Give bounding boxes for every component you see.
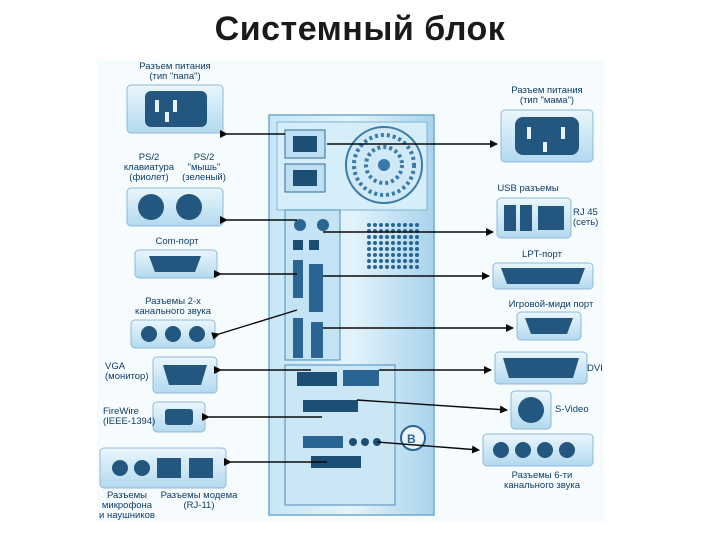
label-vga: VGA (монитор) (105, 361, 149, 382)
vent-hole (373, 247, 377, 251)
vent-hole (391, 241, 395, 245)
vent-hole (373, 235, 377, 239)
vent-hole (409, 265, 413, 269)
vent-hole (367, 241, 371, 245)
vent-hole (397, 235, 401, 239)
vent-hole (385, 253, 389, 257)
vent-hole (385, 223, 389, 227)
vent-hole (409, 247, 413, 251)
right-connectors (482, 109, 594, 467)
diagram-graphics: B (99, 84, 594, 516)
vent-hole (409, 235, 413, 239)
vent-hole (373, 259, 377, 263)
vent-hole (379, 223, 383, 227)
label-audio-6ch: Разъемы 6-ти канального звука (504, 470, 580, 491)
vent-hole (415, 259, 419, 263)
label-ps2-mouse: PS/2 "мышь" (зеленый) (182, 152, 226, 183)
label-lpt: LPT-порт (522, 249, 562, 260)
page-title: Системный блок (214, 10, 506, 48)
vent-grid (367, 223, 419, 269)
vent-hole (373, 223, 377, 227)
label-modem: Разъемы модема (RJ-11) (160, 490, 238, 511)
vent-hole (415, 235, 419, 239)
vent-hole (391, 247, 395, 251)
vent-hole (403, 265, 407, 269)
vent-hole (397, 241, 401, 245)
vent-hole (373, 241, 377, 245)
vent-hole (415, 241, 419, 245)
vent-hole (409, 253, 413, 257)
vent-hole (385, 247, 389, 251)
vent-hole (373, 265, 377, 269)
label-dvi: DVI (587, 363, 603, 374)
right-arrows (323, 140, 514, 454)
vent-hole (379, 259, 383, 263)
vent-hole (379, 235, 383, 239)
pc-case: B (268, 114, 435, 516)
vent-hole (409, 259, 413, 263)
vent-hole (367, 265, 371, 269)
label-com-port: Com-порт (155, 236, 199, 247)
vent-hole (379, 241, 383, 245)
left-connectors (99, 84, 227, 489)
label-game-midi: Игровой-миди порт (508, 299, 594, 310)
vent-hole (367, 223, 371, 227)
label-ps2-keyboard: PS/2 клавиатура (фиолет) (123, 152, 175, 183)
vent-hole (367, 253, 371, 257)
vent-hole (403, 223, 407, 227)
left-arrows (202, 130, 327, 466)
vent-hole (415, 253, 419, 257)
vent-hole (385, 259, 389, 263)
label-audio-2ch: Разъемы 2-х канального звука (135, 296, 211, 317)
vent-hole (397, 265, 401, 269)
vent-hole (385, 235, 389, 239)
vent-hole (379, 247, 383, 251)
label-usb: USB разъемы (497, 183, 559, 194)
label-power-male: Разъем питания (тип "мама") (511, 85, 583, 106)
vent-hole (397, 247, 401, 251)
vent-hole (403, 235, 407, 239)
vent-hole (391, 265, 395, 269)
connector-diagram: B (97, 60, 604, 522)
vent-hole (367, 259, 371, 263)
vent-hole (379, 253, 383, 257)
svg-text:B: B (407, 432, 416, 446)
label-rj45: RJ 45 (сеть) (573, 207, 599, 228)
vent-hole (415, 247, 419, 251)
label-power-female: Разъем питания (тип "папа") (139, 61, 211, 82)
vent-hole (391, 223, 395, 227)
vent-hole (397, 253, 401, 257)
label-firewire: FireWire (IEEE-1394) (103, 406, 156, 427)
vent-hole (415, 223, 419, 227)
vent-hole (367, 247, 371, 251)
vent-hole (373, 253, 377, 257)
label-mic-headphones: Разъемы микрофона и наушников (99, 490, 155, 521)
vent-hole (385, 241, 389, 245)
vent-hole (367, 235, 371, 239)
vent-hole (409, 223, 413, 227)
vent-hole (409, 241, 413, 245)
vent-hole (403, 241, 407, 245)
vent-hole (397, 259, 401, 263)
vent-hole (391, 259, 395, 263)
vent-hole (415, 265, 419, 269)
vent-hole (391, 235, 395, 239)
vent-hole (379, 265, 383, 269)
vent-hole (403, 259, 407, 263)
vent-hole (397, 223, 401, 227)
vent-hole (385, 265, 389, 269)
vent-hole (403, 253, 407, 257)
vent-hole (403, 247, 407, 251)
label-svideo: S-Video (555, 404, 589, 415)
vent-hole (391, 253, 395, 257)
